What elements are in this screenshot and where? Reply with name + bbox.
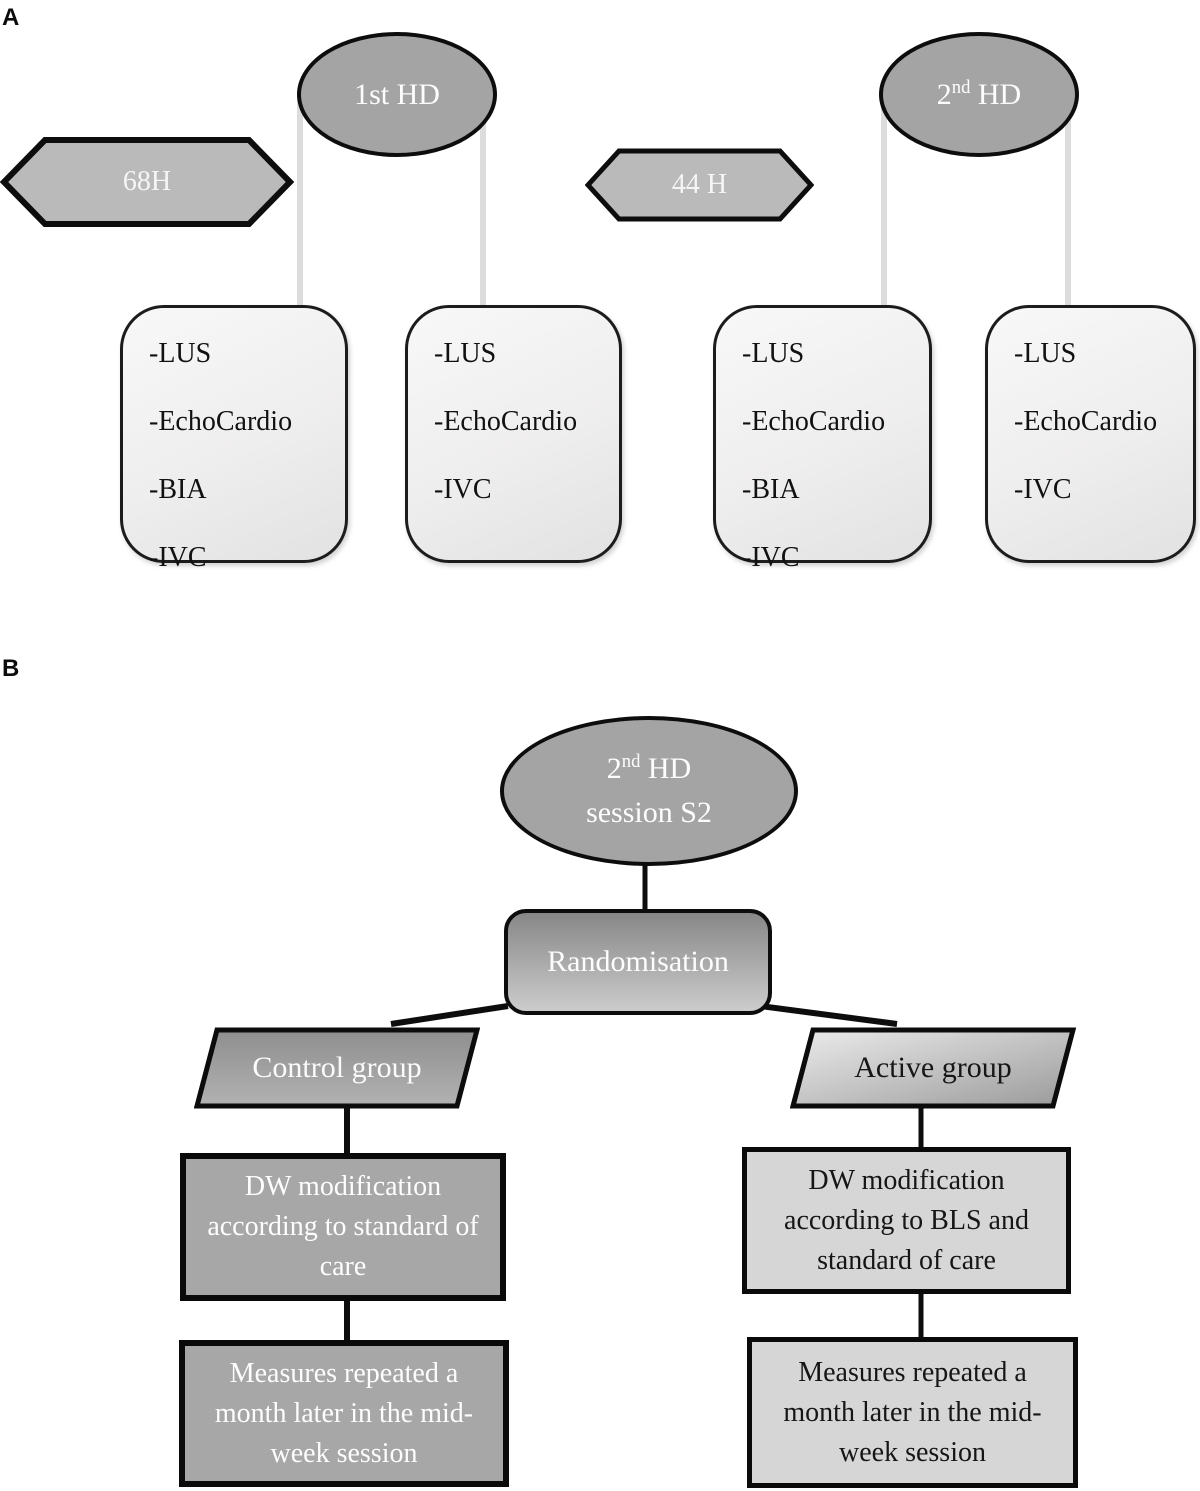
control-dw-text: DW modification according to standard of… bbox=[207, 1171, 479, 1282]
ellipse-1st-hd-label: 1st HD bbox=[354, 77, 440, 111]
hexagon-68h bbox=[0, 137, 294, 227]
measure-item: -IVC bbox=[149, 542, 207, 573]
hexagon-44h-label: 44 H bbox=[671, 169, 728, 200]
measure-item: -EchoCardio bbox=[742, 406, 886, 437]
measure-item: -LUS bbox=[434, 338, 497, 369]
hexagon-44h bbox=[585, 148, 814, 222]
ellipse-1st-hd: 1st HD bbox=[297, 32, 497, 157]
control-measures-box: Measures repeated a month later in the m… bbox=[179, 1340, 509, 1487]
randomisation-box: Randomisation bbox=[504, 909, 772, 1015]
active-dw-box: DW modification according to BLS and sta… bbox=[742, 1147, 1071, 1294]
measure-box-pre-2nd-hd: -LUS -EchoCardio -BIA -IVC bbox=[713, 305, 932, 573]
randomisation-label: Randomisation bbox=[547, 945, 729, 978]
measure-box-post-2nd-hd: -LUS -EchoCardio -IVC bbox=[985, 305, 1196, 563]
active-measures-text: Measures repeated a month later in the m… bbox=[783, 1356, 1042, 1468]
flow-lines bbox=[344, 856, 924, 1344]
control-measures-text: Measures repeated a month later in the m… bbox=[214, 1357, 474, 1469]
control-dw-box: DW modification according to standard of… bbox=[180, 1153, 506, 1301]
measure-item: -EchoCardio bbox=[149, 406, 293, 437]
measure-item: -BIA bbox=[742, 474, 800, 505]
measure-item: -IVC bbox=[434, 474, 492, 505]
measure-item: -BIA bbox=[149, 474, 207, 505]
hexagon-68h-label: 68H bbox=[122, 166, 172, 197]
measure-box-post-1st-hd: -LUS -EchoCardio -IVC bbox=[405, 305, 622, 563]
measure-item: -LUS bbox=[1014, 338, 1077, 369]
measure-item: -EchoCardio bbox=[1014, 406, 1158, 437]
control-group-label: Control group bbox=[252, 1051, 422, 1084]
ellipse-session-line2: session S2 bbox=[586, 796, 712, 829]
control-group-parallelogram: Control group bbox=[193, 1027, 481, 1109]
active-parallelogram-shape bbox=[789, 1027, 1077, 1109]
panel-b-label: B bbox=[2, 655, 20, 682]
ellipse-session-line1: 2nd HD bbox=[606, 751, 692, 785]
timeline-drop-lines bbox=[297, 100, 1071, 306]
panel-a-label: A bbox=[2, 4, 20, 31]
measure-item: -IVC bbox=[742, 542, 800, 573]
control-parallelogram-shape bbox=[193, 1027, 481, 1109]
active-dw-text: DW modification according to BLS and sta… bbox=[784, 1164, 1029, 1276]
ellipse-2nd-hd-label: 2nd HD bbox=[936, 76, 1022, 111]
measure-box-pre-1st-hd: -LUS -EchoCardio -BIA -IVC bbox=[120, 305, 348, 573]
measure-item: -LUS bbox=[742, 338, 805, 369]
ellipse-2nd-hd: 2nd HD bbox=[879, 32, 1079, 157]
active-group-label: Active group bbox=[854, 1051, 1012, 1084]
active-group-parallelogram: Active group bbox=[789, 1027, 1077, 1109]
ellipse-2nd-hd-session: 2nd HD session S2 bbox=[500, 716, 798, 866]
measure-item: -LUS bbox=[149, 338, 212, 369]
active-measures-box: Measures repeated a month later in the m… bbox=[747, 1337, 1078, 1488]
measure-item: -IVC bbox=[1014, 474, 1072, 505]
measure-item: -EchoCardio bbox=[434, 406, 578, 437]
